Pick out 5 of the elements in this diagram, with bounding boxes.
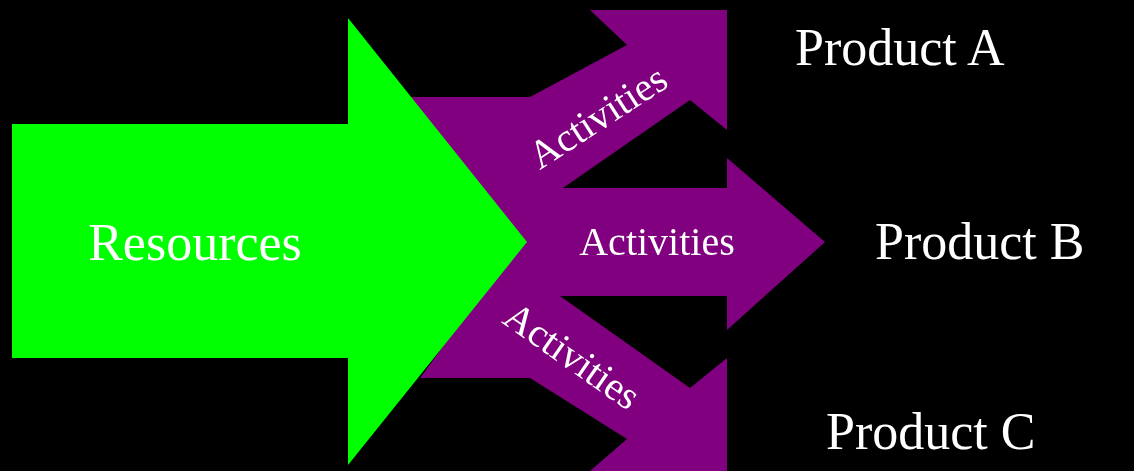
product-label: Product C (826, 406, 1036, 458)
product-label: Product B (875, 216, 1085, 268)
product-label: Product A (795, 22, 1005, 74)
arrow-label: Resources (88, 217, 302, 269)
arrow-label: Activities (579, 222, 735, 262)
